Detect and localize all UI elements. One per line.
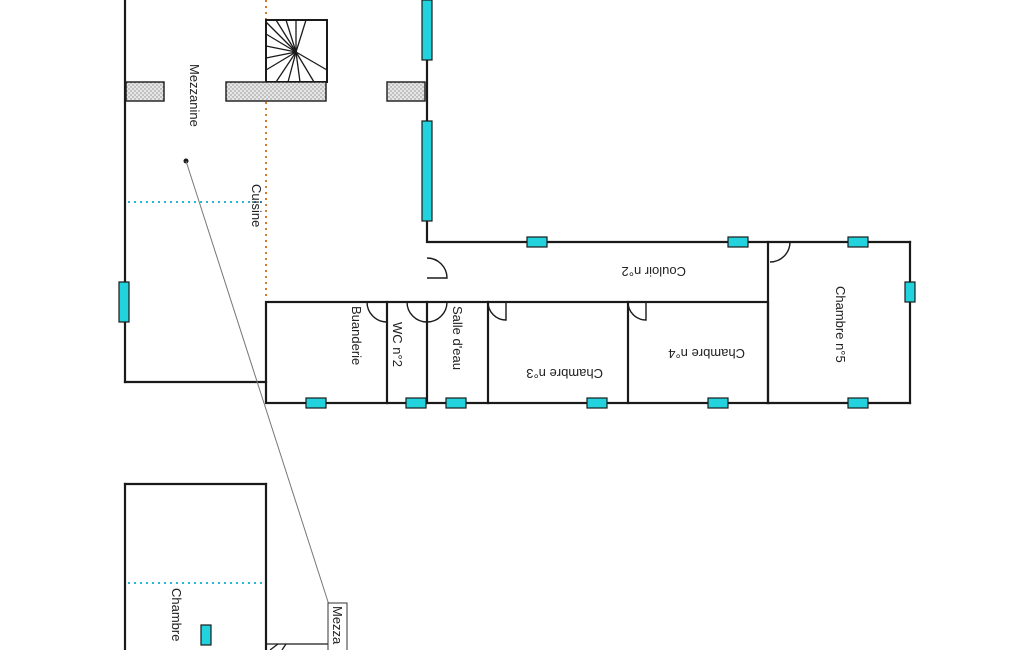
hatched-beam: [225, 81, 327, 102]
door-swings: [366, 241, 791, 323]
label-chambre-lower: Chambre: [169, 588, 184, 641]
label-couloir2: Couloir n°2: [622, 264, 686, 279]
window: [305, 397, 327, 409]
label-wc2: WC n°2: [390, 322, 405, 367]
walls-room-row: [264, 240, 912, 405]
window: [405, 397, 427, 409]
window: [421, 0, 433, 61]
window: [526, 236, 548, 248]
window: [586, 397, 608, 409]
label-box: [327, 602, 348, 650]
staircase-icon: [265, 19, 328, 83]
label-chambre4: Chambre n°4: [668, 346, 745, 361]
window: [847, 236, 869, 248]
staircase-lower-icon: [266, 643, 330, 650]
window: [727, 236, 749, 248]
leader-line: [185, 160, 331, 609]
window: [707, 397, 729, 409]
window: [200, 624, 212, 646]
label-salle-eau: Salle d'eau: [450, 306, 465, 370]
window: [445, 397, 467, 409]
label-chambre5: Chambre n°5: [833, 286, 848, 363]
window: [847, 397, 869, 409]
walls-lower: [123, 482, 268, 650]
hatched-beam: [125, 81, 165, 102]
label-mezzanine-lower: Mezza: [330, 606, 345, 645]
label-cuisine: Cuisine: [249, 184, 264, 227]
walls-upper-left: [123, 0, 912, 384]
window: [421, 120, 433, 222]
label-mezzanine: Mezzanine: [187, 64, 202, 127]
label-chambre3: Chambre n°3: [526, 366, 603, 381]
window: [904, 281, 916, 303]
windows: [118, 0, 916, 646]
window: [118, 281, 130, 323]
hatched-beam: [386, 81, 426, 102]
label-buanderie: Buanderie: [349, 306, 364, 365]
